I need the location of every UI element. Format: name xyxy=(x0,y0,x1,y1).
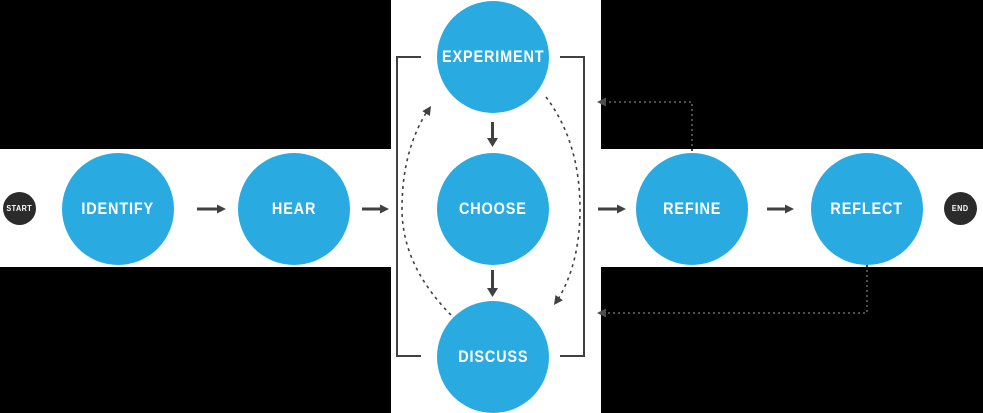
node-identify: IDENTIFY xyxy=(62,153,174,265)
node-start-label: START xyxy=(6,204,33,213)
dotted-reflect-feedback-icon xyxy=(597,265,868,318)
bracket-left-icon xyxy=(396,56,421,357)
node-refine-label: REFINE xyxy=(662,199,722,218)
node-discuss: DISCUSS xyxy=(437,301,549,413)
node-refine: REFINE xyxy=(636,153,748,265)
arrow-choose-to-discuss-icon xyxy=(487,270,498,297)
node-hear: HEAR xyxy=(238,153,350,265)
arrow-loop-to-refine-icon xyxy=(598,204,626,214)
node-end-label: END xyxy=(952,204,969,213)
node-experiment: EXPERIMENT xyxy=(437,1,549,113)
arrow-experiment-to-choose-icon xyxy=(487,122,498,147)
node-experiment-label: EXPERIMENT xyxy=(441,47,545,66)
arrow-identify-to-hear-icon xyxy=(197,204,226,214)
arrow-hear-to-loop-icon xyxy=(362,204,389,214)
node-end: END xyxy=(944,192,977,225)
node-hear-label: HEAR xyxy=(271,199,317,218)
node-reflect-label: REFLECT xyxy=(830,199,904,218)
node-reflect: REFLECT xyxy=(811,153,923,265)
node-choose: CHOOSE xyxy=(437,153,549,265)
dashed-cycle-up-icon xyxy=(401,106,457,321)
dashed-cycle-down-icon xyxy=(545,96,581,305)
node-discuss-label: DISCUSS xyxy=(457,347,529,366)
dotted-refine-feedback-icon xyxy=(597,97,693,151)
node-choose-label: CHOOSE xyxy=(459,199,527,218)
node-start: START xyxy=(3,192,36,225)
bracket-right-icon xyxy=(560,56,585,357)
arrow-refine-to-reflect-icon xyxy=(767,204,794,214)
node-identify-label: IDENTIFY xyxy=(81,199,155,218)
